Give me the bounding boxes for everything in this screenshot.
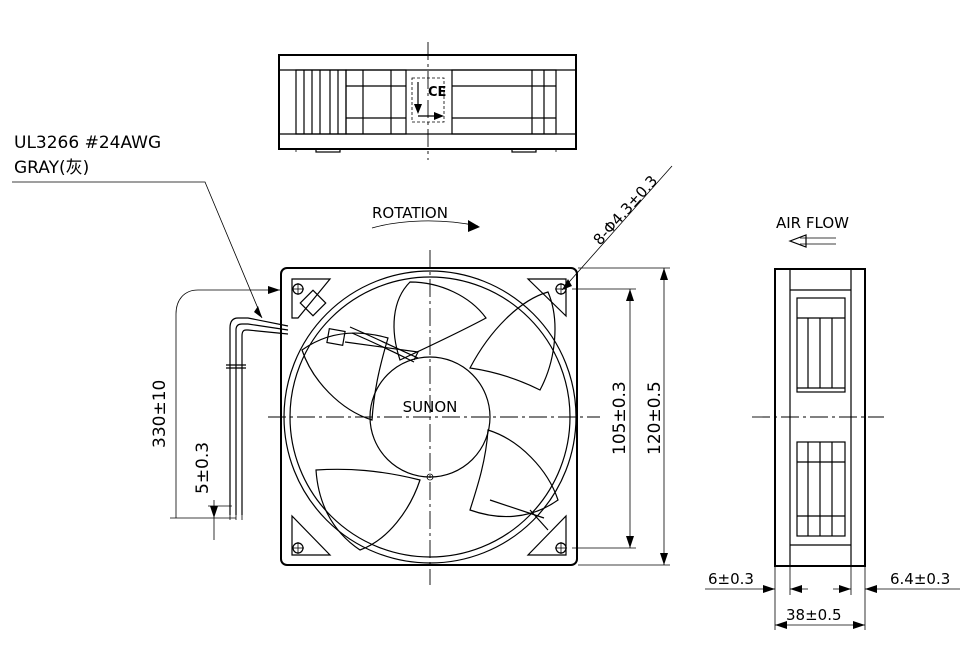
top-view: CE xyxy=(278,42,577,160)
dim-hole-pitch: 105±0.3 xyxy=(572,288,636,549)
rotation-indicator: ROTATION xyxy=(371,204,480,232)
wire-callout: UL3266 #24AWG GRAY(灰) xyxy=(12,133,263,319)
top-view-outline xyxy=(278,54,577,150)
side-view: AIR FLOW xyxy=(752,214,884,567)
dim-flange-left-label: 6±0.3 xyxy=(708,570,754,588)
dim-depth-label: 38±0.5 xyxy=(786,606,842,624)
mounting-hole xyxy=(555,542,567,554)
mounting-hole xyxy=(555,283,567,295)
dim-lead-length-label: 330±10 xyxy=(150,380,170,448)
ce-mark: CE xyxy=(428,85,446,100)
cable-clip xyxy=(326,328,346,346)
wire-spec: UL3266 #24AWG xyxy=(14,133,161,153)
airflow-label: AIR FLOW xyxy=(776,214,849,232)
fan-blades xyxy=(301,281,559,551)
mounting-hole xyxy=(292,283,304,295)
lead-wires xyxy=(226,317,289,520)
dim-holes: 8-Φ4.3±0.3 xyxy=(561,165,673,291)
dim-holes-label: 8-Φ4.3±0.3 xyxy=(590,172,662,249)
front-view: SUNON xyxy=(268,250,600,585)
rotation-label: ROTATION xyxy=(372,204,448,222)
dim-flange-right-label: 6.4±0.3 xyxy=(890,570,950,588)
dim-strip-label: 5±0.3 xyxy=(193,442,213,494)
dim-side: 6±0.3 6.4±0.3 38±0.5 xyxy=(705,566,960,630)
dim-lead-length: 330±10 xyxy=(150,286,280,519)
fan-frame xyxy=(280,267,578,566)
dim-strip: 5±0.3 xyxy=(193,442,232,540)
dim-size-label: 120±0.5 xyxy=(645,381,665,455)
wire-color: GRAY(灰) xyxy=(14,158,89,178)
mounting-hole xyxy=(292,542,304,554)
side-view-outline xyxy=(774,268,866,567)
dim-size: 120±0.5 xyxy=(578,267,670,566)
dim-hole-pitch-label: 105±0.3 xyxy=(610,381,630,455)
